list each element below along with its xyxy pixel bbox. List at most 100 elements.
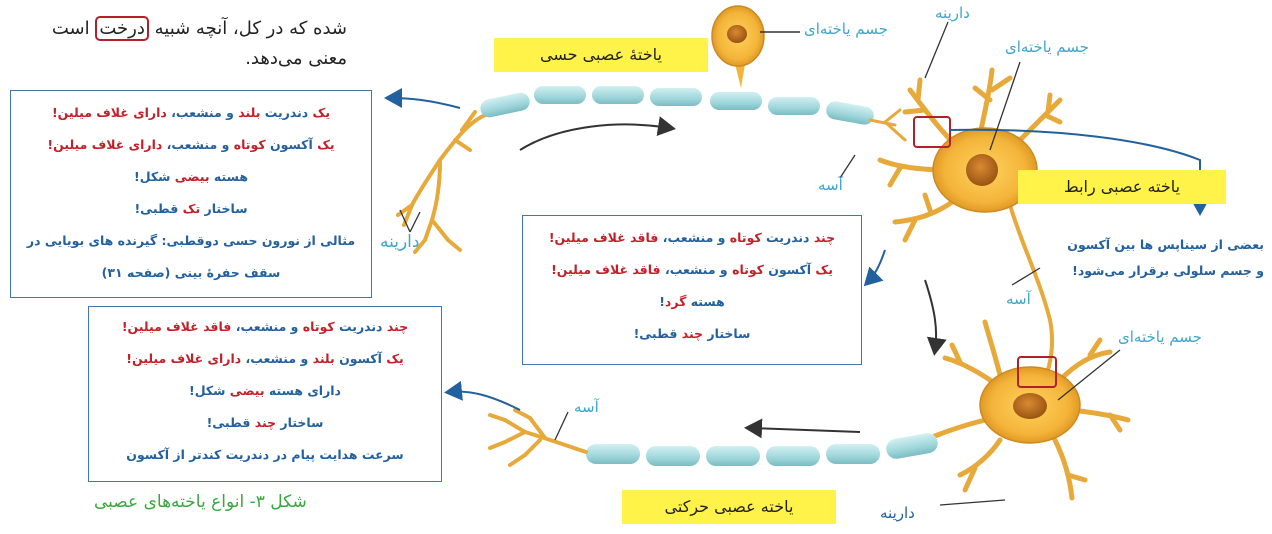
box-text: آکسون <box>764 262 815 277</box>
highlight-text: بیضی <box>175 169 210 184</box>
box-text: سرعت هدایت پیام در دندریت کندتر از آکسون <box>126 447 403 462</box>
motor-neuron-body <box>935 322 1128 498</box>
box-text: آکسون <box>335 351 386 366</box>
box-line: ساختار چند قطبی! <box>89 407 441 439</box>
highlight-text: چند <box>387 319 408 334</box>
box-text: دندریت <box>335 319 387 334</box>
box-text: و منشعب، <box>162 137 233 152</box>
motor-axon-terminal <box>490 410 586 465</box>
intro-line-1: شده که در کل، آنچه شبیه درخت است <box>17 14 347 44</box>
inter-box-lines: چند دندریت کوتاه و منشعب، فاقد غلاف میلی… <box>523 216 861 350</box>
box-line: سرعت هدایت پیام در دندریت کندتر از آکسون <box>89 439 441 471</box>
box-text: و منشعب، <box>167 105 238 120</box>
box-line: چند دندریت کوتاه و منشعب، فاقد غلاف میلی… <box>89 311 441 343</box>
synapse-note: بعضی از سیناپس ها بین آکسون و جسم سلولی … <box>1067 232 1264 284</box>
highlight-text: کوتاه <box>234 137 266 152</box>
box-text: شکل! <box>134 169 175 184</box>
box-text: و منشعب، <box>658 230 729 245</box>
sensory-info-box: یک دندریت بلند و منشعب، دارای غلاف میلین… <box>10 90 372 298</box>
interneuron <box>880 70 1070 380</box>
label-dendrite-top: دارینه <box>935 4 970 22</box>
label-dendrite-sensory: دارینه <box>380 232 419 252</box>
intro-text: شده که در کل، آنچه شبیه درخت است معنی می… <box>17 14 347 74</box>
motor-box-lines: چند دندریت کوتاه و منشعب، فاقد غلاف میلی… <box>89 307 441 471</box>
highlight-text: فاقد غلاف میلین! <box>549 230 659 245</box>
box-text: مثالی از نورون حسی دوقطبی: گیرنده های بو… <box>27 233 355 248</box>
motor-myelin-sheath <box>586 432 939 466</box>
box-line: یک آکسون بلند و منشعب، دارای غلاف میلین! <box>89 343 441 375</box>
signal-direction-arrow <box>750 428 860 432</box>
highlight-text: چند <box>255 415 276 430</box>
highlight-text: بلند <box>238 105 260 120</box>
motor-neuron-tag: یاخته عصبی حرکتی <box>622 490 836 524</box>
highlight-text: یک <box>317 137 335 152</box>
label-cell-body-sensory: جسم یاخته‌ای <box>804 20 888 38</box>
box-text: ساختار <box>276 415 323 430</box>
boxed-word: درخت <box>95 16 149 41</box>
highlight-text: دارای غلاف میلین! <box>52 105 167 120</box>
figure-caption: شکل ۳- انواع یاخته‌های عصبی <box>94 492 307 512</box>
box-text: دندریت <box>260 105 312 120</box>
highlight-text: بلند <box>313 351 335 366</box>
arrow-to-motor-box <box>450 392 520 410</box>
box-line: هسته گرد! <box>523 286 861 318</box>
box-line: چند دندریت کوتاه و منشعب، فاقد غلاف میلی… <box>523 222 861 254</box>
highlight-text: چند <box>682 326 703 341</box>
motor-info-box: چند دندریت کوتاه و منشعب، فاقد غلاف میلی… <box>88 306 442 482</box>
inter-info-box: چند دندریت کوتاه و منشعب، فاقد غلاف میلی… <box>522 215 862 365</box>
highlight-text: یک <box>313 105 331 120</box>
box-text: هسته <box>686 294 724 309</box>
synapse-note-line-2: و جسم سلولی برقرار می‌شود! <box>1067 258 1264 284</box>
box-text: سقف حفرهٔ بینی (صفحه ۳۱) <box>102 265 281 280</box>
box-line: یک آکسون کوتاه و منشعب، دارای غلاف میلین… <box>11 129 371 161</box>
sensory-myelin-sheath <box>479 86 876 126</box>
highlight-text: کوتاه <box>303 319 335 334</box>
sensory-box-lines: یک دندریت بلند و منشعب، دارای غلاف میلین… <box>11 91 371 289</box>
box-line: هسته بیضی شکل! <box>11 161 371 193</box>
box-text: شکل! <box>189 383 230 398</box>
highlight-text: فاقد غلاف میلین! <box>122 319 232 334</box>
box-line: ساختار چند قطبی! <box>523 318 861 350</box>
highlight-text: فاقد غلاف میلین! <box>551 262 661 277</box>
arrow-to-sensory-box <box>390 98 460 108</box>
box-text: قطبی! <box>134 201 182 216</box>
box-text: هسته <box>210 169 248 184</box>
highlight-text: تک <box>183 201 201 216</box>
box-text: و منشعب، <box>241 351 312 366</box>
label-axon-sensory: آسه <box>818 176 843 194</box>
highlight-text: دارای غلاف میلین! <box>47 137 162 152</box>
sensory-neuron-tag: یاختهٔ عصبی حسی <box>494 38 708 72</box>
highlight-text: کوتاه <box>732 262 764 277</box>
label-cell-body-motor: جسم یاخته‌ای <box>1118 328 1202 346</box>
synapse-note-line-1: بعضی از سیناپس ها بین آکسون <box>1067 232 1264 258</box>
highlight-text: کوتاه <box>730 230 762 245</box>
box-text: قطبی! <box>634 326 682 341</box>
box-line: یک آکسون کوتاه و منشعب، فاقد غلاف میلین! <box>523 254 861 286</box>
label-axon-motor: آسه <box>574 398 599 416</box>
signal-direction-arrow <box>520 124 670 150</box>
box-line: سقف حفرهٔ بینی (صفحه ۳۱) <box>11 257 371 289</box>
highlight-text: یک <box>386 351 404 366</box>
highlight-text: چند <box>814 230 835 245</box>
box-line: مثالی از نورون حسی دوقطبی: گیرنده های بو… <box>11 225 371 257</box>
sensory-cell-body <box>712 6 764 88</box>
highlight-text: دارای غلاف میلین! <box>126 351 241 366</box>
label-cell-body-inter: جسم یاخته‌ای <box>1005 38 1089 56</box>
interneuron-tag: یاخته عصبی رابط <box>1018 170 1226 204</box>
box-text: ساختار <box>703 326 750 341</box>
signal-direction-arrow <box>925 280 936 350</box>
box-text: دندریت <box>762 230 814 245</box>
highlight-text: یک <box>815 262 833 277</box>
label-dendrite-motor: دارینه <box>880 504 915 522</box>
box-text: و منشعب، <box>661 262 732 277</box>
box-text: آکسون <box>266 137 317 152</box>
intro-line-2: معنی می‌دهد. <box>17 44 347 74</box>
box-text: قطبی! <box>207 415 255 430</box>
highlight-text: گرد <box>665 294 686 309</box>
box-text: ساختار <box>200 201 247 216</box>
box-text: و منشعب، <box>231 319 302 334</box>
arrow-to-inter-box <box>868 250 885 282</box>
box-line: یک دندریت بلند و منشعب، دارای غلاف میلین… <box>11 97 371 129</box>
box-line: ساختار تک قطبی! <box>11 193 371 225</box>
highlight-text: بیضی <box>230 383 265 398</box>
